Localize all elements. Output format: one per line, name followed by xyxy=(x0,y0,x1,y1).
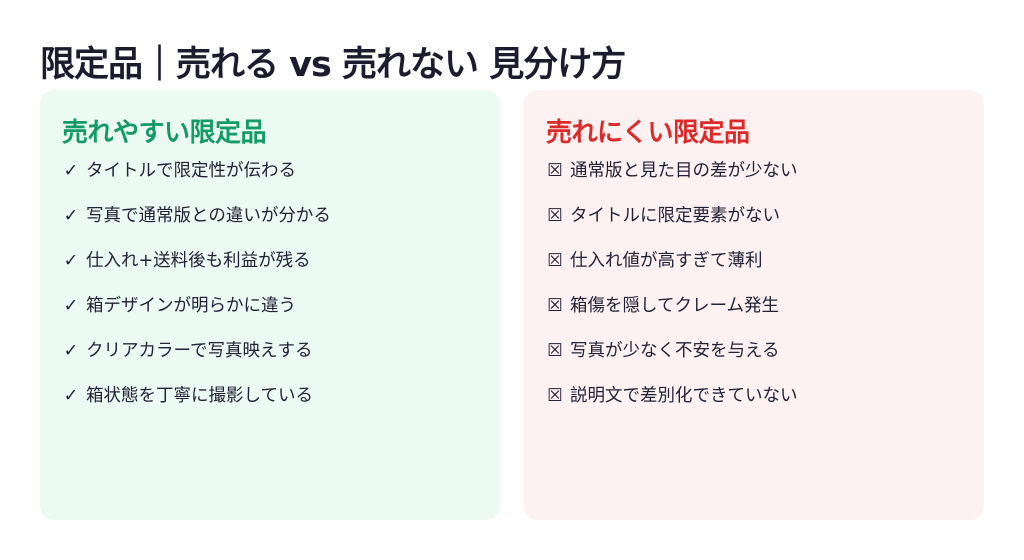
sellable-heading: 売れやすい限定品 xyxy=(62,118,267,148)
list-item: ☒ 説明文で差別化できていない xyxy=(546,383,798,428)
x-box-icon: ☒ xyxy=(547,161,563,181)
page-title: 限定品｜売れる vs 売れない 見分け方 xyxy=(40,45,626,85)
unsellable-heading: 売れにくい限定品 xyxy=(546,118,750,148)
check-icon: ✓ xyxy=(63,296,79,316)
x-box-icon: ☒ xyxy=(547,341,563,361)
item-text: 仕入れ+送料後も利益が残る xyxy=(86,251,311,271)
item-text: 仕入れ値が高すぎて薄利 xyxy=(570,251,763,271)
list-item: ✓ タイトルで限定性が伝わる xyxy=(62,158,331,203)
item-text: タイトルに限定要素がない xyxy=(570,206,780,226)
check-icon: ✓ xyxy=(63,251,79,271)
item-text: 通常版と見た目の差が少ない xyxy=(570,161,798,181)
check-icon: ✓ xyxy=(63,161,79,181)
item-text: 箱状態を丁寧に撮影している xyxy=(86,386,313,406)
list-item: ☒ タイトルに限定要素がない xyxy=(546,203,798,248)
check-icon: ✓ xyxy=(63,386,79,406)
x-box-icon: ☒ xyxy=(547,206,563,226)
item-text: クリアカラーで写真映えする xyxy=(86,341,313,361)
item-text: 箱デザインが明らかに違う xyxy=(86,296,296,316)
check-icon: ✓ xyxy=(63,341,79,361)
item-text: 写真が少なく不安を与える xyxy=(570,341,780,361)
x-box-icon: ☒ xyxy=(547,386,563,406)
item-text: タイトルで限定性が伝わる xyxy=(86,161,296,181)
list-item: ✓ クリアカラーで写真映えする xyxy=(62,338,331,383)
x-box-icon: ☒ xyxy=(547,296,563,316)
list-item: ☒ 仕入れ値が高すぎて薄利 xyxy=(546,248,798,293)
sellable-list: ✓ タイトルで限定性が伝わる ✓ 写真で通常版との違いが分かる ✓ 仕入れ+送料後も利… xyxy=(62,158,331,428)
unsellable-panel: 売れにくい限定品 ☒ 通常版と見た目の差が少ない ☒ タイトルに限定要素がない ☒ 仕… xyxy=(524,90,984,520)
check-icon: ✓ xyxy=(63,206,79,226)
x-box-icon: ☒ xyxy=(547,251,563,271)
list-item: ✓ 箱状態を丁寧に撮影している xyxy=(62,383,331,428)
item-text: 説明文で差別化できていない xyxy=(570,386,798,406)
item-text: 写真で通常版との違いが分かる xyxy=(86,206,331,226)
list-item: ☒ 箱傷を隠してクレーム発生 xyxy=(546,293,798,338)
item-text: 箱傷を隠してクレーム発生 xyxy=(570,296,779,316)
list-item: ✓ 仕入れ+送料後も利益が残る xyxy=(62,248,331,293)
list-item: ✓ 写真で通常版との違いが分かる xyxy=(62,203,331,248)
sellable-panel: 売れやすい限定品 ✓ タイトルで限定性が伝わる ✓ 写真で通常版との違いが分かる ✓… xyxy=(40,90,500,520)
list-item: ☒ 通常版と見た目の差が少ない xyxy=(546,158,798,203)
list-item: ✓ 箱デザインが明らかに違う xyxy=(62,293,331,338)
list-item: ☒ 写真が少なく不安を与える xyxy=(546,338,798,383)
unsellable-list: ☒ 通常版と見た目の差が少ない ☒ タイトルに限定要素がない ☒ 仕入れ値が高すぎて薄… xyxy=(546,158,798,428)
